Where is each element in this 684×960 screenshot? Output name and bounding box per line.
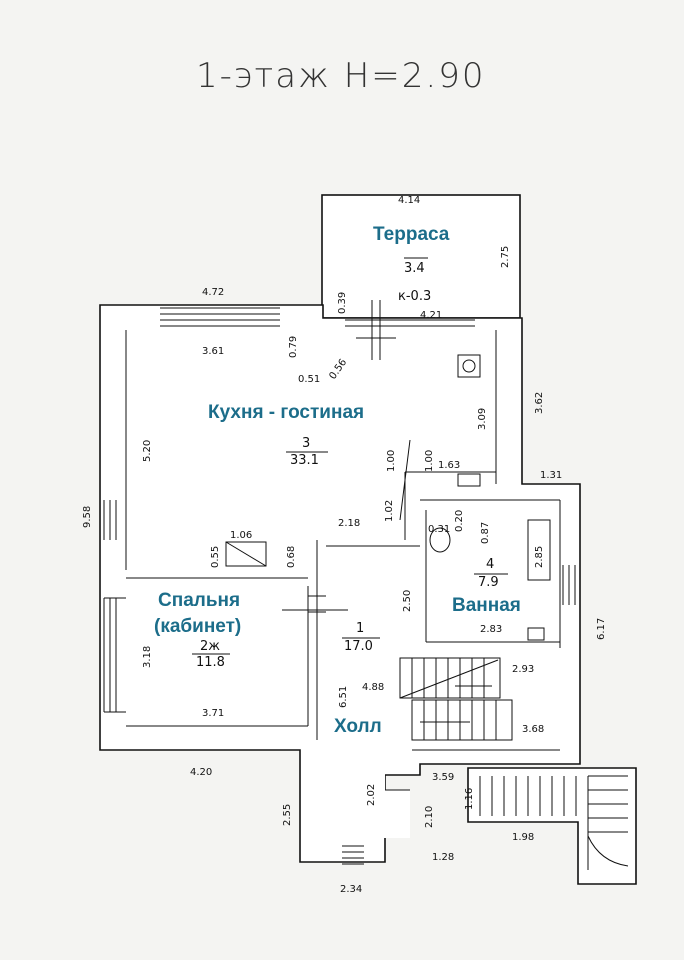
dimension-labels: 4.14 2.75 0.39 4.21 4.72 3.61 0.79 0.51 … xyxy=(82,195,607,895)
dim-020: 0.20 xyxy=(454,510,465,532)
hall-area: 17.0 xyxy=(344,639,373,654)
dim-bottom-left: 4.20 xyxy=(190,767,212,778)
dim-kitchen-right: 3.62 xyxy=(534,392,545,414)
kitchen-fixture xyxy=(225,541,267,567)
fixtures xyxy=(225,354,551,641)
stove-icon xyxy=(457,354,481,378)
dim-031: 0.31 xyxy=(428,524,450,535)
dim-bedroom-left: 3.18 xyxy=(142,646,153,668)
window-terrace-door xyxy=(345,300,475,360)
bedroom-area: 11.8 xyxy=(196,655,225,670)
dim-100a: 1.00 xyxy=(386,450,397,472)
dim-terrace-right: 2.75 xyxy=(500,246,511,268)
dim-bottom: 2.34 xyxy=(340,884,362,895)
dim-283: 2.83 xyxy=(480,624,502,635)
dim-total-left: 9.58 xyxy=(82,506,93,528)
room-floors xyxy=(126,208,628,870)
partitions xyxy=(125,330,561,791)
bathtub-icon xyxy=(527,519,551,581)
bathroom-name: Ванная xyxy=(452,595,521,616)
dim-068: 0.68 xyxy=(286,546,297,568)
hall-name: Холл xyxy=(334,716,382,737)
dim-651: 6.51 xyxy=(338,686,349,708)
door-entrance-bottom xyxy=(342,845,364,865)
dim-079: 0.79 xyxy=(288,336,299,358)
dim-bedroom-bottom: 3.71 xyxy=(202,708,224,719)
dim-102: 1.02 xyxy=(384,500,395,522)
dim-128: 1.28 xyxy=(432,852,454,863)
hall-number: 1 xyxy=(356,621,364,636)
dim-488: 4.88 xyxy=(362,682,384,693)
room-labels: Терраса 3.4 к-0.3 Кухня - гостиная 3 33.… xyxy=(154,224,521,737)
bedroom-name-line2: (кабинет) xyxy=(154,616,241,637)
dim-131: 1.31 xyxy=(540,470,562,481)
dim-terrace-top: 4.14 xyxy=(398,195,420,206)
dim-293: 2.93 xyxy=(512,664,534,675)
window-bathroom-right xyxy=(562,565,576,605)
dim-163: 1.63 xyxy=(438,460,460,471)
window-bedroom-left xyxy=(103,597,126,713)
terrace-level: к-0.3 xyxy=(398,289,431,304)
door-bedroom-hall xyxy=(308,595,326,613)
dim-087: 0.87 xyxy=(480,522,491,544)
window-kitchen-top xyxy=(160,307,280,327)
terrace-name: Терраса xyxy=(373,224,450,245)
bathroom-number: 4 xyxy=(486,557,494,572)
dim-202: 2.02 xyxy=(366,784,377,806)
dim-285: 2.85 xyxy=(534,546,545,568)
bedroom-name-line1: Спальня xyxy=(158,590,240,611)
dim-kitchen-inner: 3.09 xyxy=(477,408,488,430)
dim-368: 3.68 xyxy=(522,724,544,735)
dim-255: 2.55 xyxy=(282,804,293,826)
dim-kitchen-window: 3.61 xyxy=(202,346,224,357)
dim-051: 0.51 xyxy=(298,374,320,385)
stairs-interior xyxy=(399,657,513,741)
dim-116: 1.16 xyxy=(464,788,475,810)
dim-kitchen-left: 5.20 xyxy=(142,440,153,462)
kitchen-area: 33.1 xyxy=(290,453,319,468)
dim-359: 3.59 xyxy=(432,772,454,783)
dim-055: 0.55 xyxy=(210,546,221,568)
dim-total-right: 6.17 xyxy=(596,618,607,640)
plan-title: 1-этаж Н=2.90 xyxy=(196,56,486,96)
bathroom-area: 7.9 xyxy=(478,575,499,590)
stairs-porch xyxy=(479,775,629,870)
kitchen-number: 3 xyxy=(302,436,310,451)
dim-106: 1.06 xyxy=(230,530,252,541)
terrace-area: 3.4 xyxy=(404,261,425,276)
kitchen-name: Кухня - гостиная xyxy=(208,402,364,423)
bedroom-number: 2ж xyxy=(200,639,220,654)
dim-250: 2.50 xyxy=(402,590,413,612)
dim-218: 2.18 xyxy=(338,518,360,529)
dim-198: 1.98 xyxy=(512,832,534,843)
dim-210: 2.10 xyxy=(424,806,435,828)
toilet-icon xyxy=(429,527,451,553)
dim-100b: 1.00 xyxy=(424,450,435,472)
dim-terrace-bottom: 4.21 xyxy=(420,310,442,321)
windows xyxy=(103,300,576,865)
dim-terrace-left: 0.39 xyxy=(337,292,348,314)
window-kitchen-left xyxy=(103,500,117,540)
dim-top-left: 4.72 xyxy=(202,287,224,298)
